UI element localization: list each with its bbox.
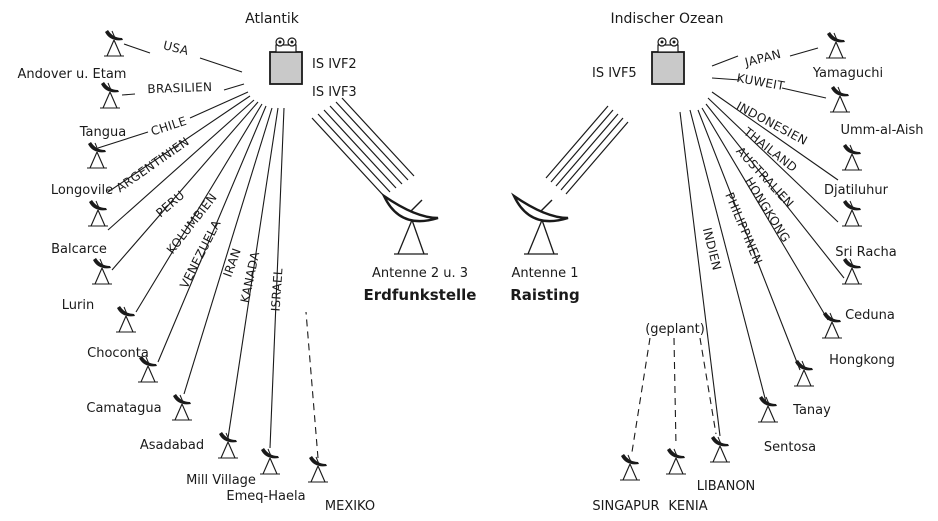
station-label: Tanay [792, 403, 831, 418]
atlantic-beam [311, 97, 415, 197]
station-label: Lurin [62, 298, 94, 313]
country-label: BRASILIEN [147, 80, 212, 96]
station-dish-icon [91, 257, 113, 285]
station-label: Emeq-Haela [226, 489, 305, 504]
antenna-1-label: Antenne 1 [511, 266, 578, 281]
antenna-dish-icon [512, 194, 570, 256]
station-dish-icon [821, 311, 843, 339]
antenna-23-label: Antenne 2 u. 3 [372, 266, 468, 281]
station-dish-icon [307, 455, 329, 483]
station-label: LIBANON [697, 479, 756, 494]
station-label: Longovile [51, 183, 113, 198]
station-place: Raisting [510, 286, 579, 304]
station-label: Hongkong [829, 353, 895, 368]
station-label: Camatagua [86, 401, 161, 416]
station-dish-icon [829, 85, 851, 113]
indian-links [631, 47, 845, 453]
country-label: ISRAEL [269, 268, 286, 312]
country-label: INDIEN [700, 226, 724, 272]
station-dish-icon [99, 81, 121, 109]
station-label: Djatiluhur [824, 183, 889, 198]
atlantic-title: Atlantik [245, 11, 300, 27]
indian-stations: Yamaguchi Umm-al-Aish Djatiluhur Sri Rac… [592, 31, 924, 514]
station-dish-icon [841, 257, 863, 285]
station-dish-icon [757, 395, 779, 423]
satellite-icon [269, 37, 303, 85]
station-dish-icon [87, 199, 109, 227]
atlantic-links [97, 43, 319, 459]
atlantic-stations: Andover u. Etam Tangua Longovile Balcarc… [18, 29, 375, 514]
indian-country-labels: JAPAN KUWEIT INDONESIEN THAILAND AUSTRAL… [700, 47, 810, 272]
station-label: Sri Racha [835, 245, 896, 260]
station-dish-icon [619, 453, 641, 481]
station-dish-icon [259, 447, 281, 475]
station-label: Umm-al-Aish [840, 123, 923, 138]
indian-beam [545, 105, 629, 195]
station-label: MEXIKO [325, 499, 375, 514]
station-label: Choconta [87, 346, 149, 361]
country-label: KANADA [238, 250, 263, 304]
station-name: Erdfunkstelle [364, 286, 477, 304]
country-label: PERU [153, 188, 187, 220]
station-dish-icon [709, 435, 731, 463]
station-label: Tangua [79, 125, 126, 140]
country-label: ARGENTINIEN [114, 134, 192, 195]
antenna-dish-icon [382, 194, 440, 256]
station-label: Balcarce [51, 242, 107, 257]
atlantic-sat-f2: IS IVF2 [312, 57, 357, 72]
station-label: Andover u. Etam [18, 67, 127, 82]
station-label: Yamaguchi [812, 66, 883, 81]
country-label: IRAN [221, 246, 244, 279]
station-label: SINGAPUR [592, 499, 659, 514]
country-label: INDONESIEN [734, 99, 810, 148]
satellite-icon [651, 37, 685, 85]
station-dish-icon [115, 305, 137, 333]
station-label: Mill Village [186, 473, 256, 488]
country-label: USA [162, 38, 191, 58]
station-dish-icon [841, 143, 863, 171]
planned-label: (geplant) [645, 322, 705, 337]
station-label: Ceduna [845, 308, 895, 323]
station-dish-icon [103, 29, 125, 57]
station-dish-icon [793, 359, 815, 387]
station-dish-icon [665, 447, 687, 475]
atlantic-sat-f3: IS IVF3 [312, 85, 357, 100]
station-dish-icon [171, 393, 193, 421]
country-label: JAPAN [743, 47, 783, 70]
station-dish-icon [825, 31, 847, 59]
station-dish-icon [841, 199, 863, 227]
atlantic-country-labels: USA BRASILIEN CHILE ARGENTINIEN PERU KOL… [114, 38, 286, 312]
country-label: KUWEIT [736, 71, 787, 93]
indian-title: Indischer Ozean [611, 11, 724, 27]
indian-sat-f5: IS IVF5 [592, 66, 637, 81]
station-label: Asadabad [140, 438, 204, 453]
station-label: KENIA [668, 499, 707, 514]
station-label: Sentosa [764, 440, 816, 455]
